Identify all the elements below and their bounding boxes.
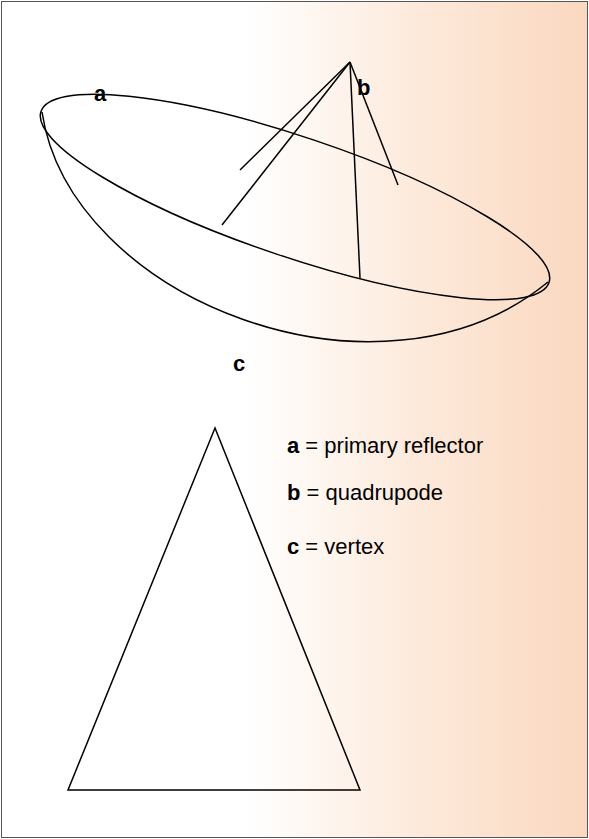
dish-bowl <box>42 112 548 342</box>
quadrupode-leg <box>350 62 398 185</box>
dish-rim <box>22 55 568 340</box>
part-letter: b <box>357 76 370 100</box>
key-entry: b = quadrupode <box>287 481 443 505</box>
key-entry: c = vertex <box>287 535 384 559</box>
quadrupode-leg <box>222 62 350 225</box>
part-letter: c <box>233 352 245 376</box>
quadrupode-leg <box>240 62 350 170</box>
key-entry: a = primary reflector <box>287 434 483 458</box>
part-letter: a <box>94 82 106 106</box>
